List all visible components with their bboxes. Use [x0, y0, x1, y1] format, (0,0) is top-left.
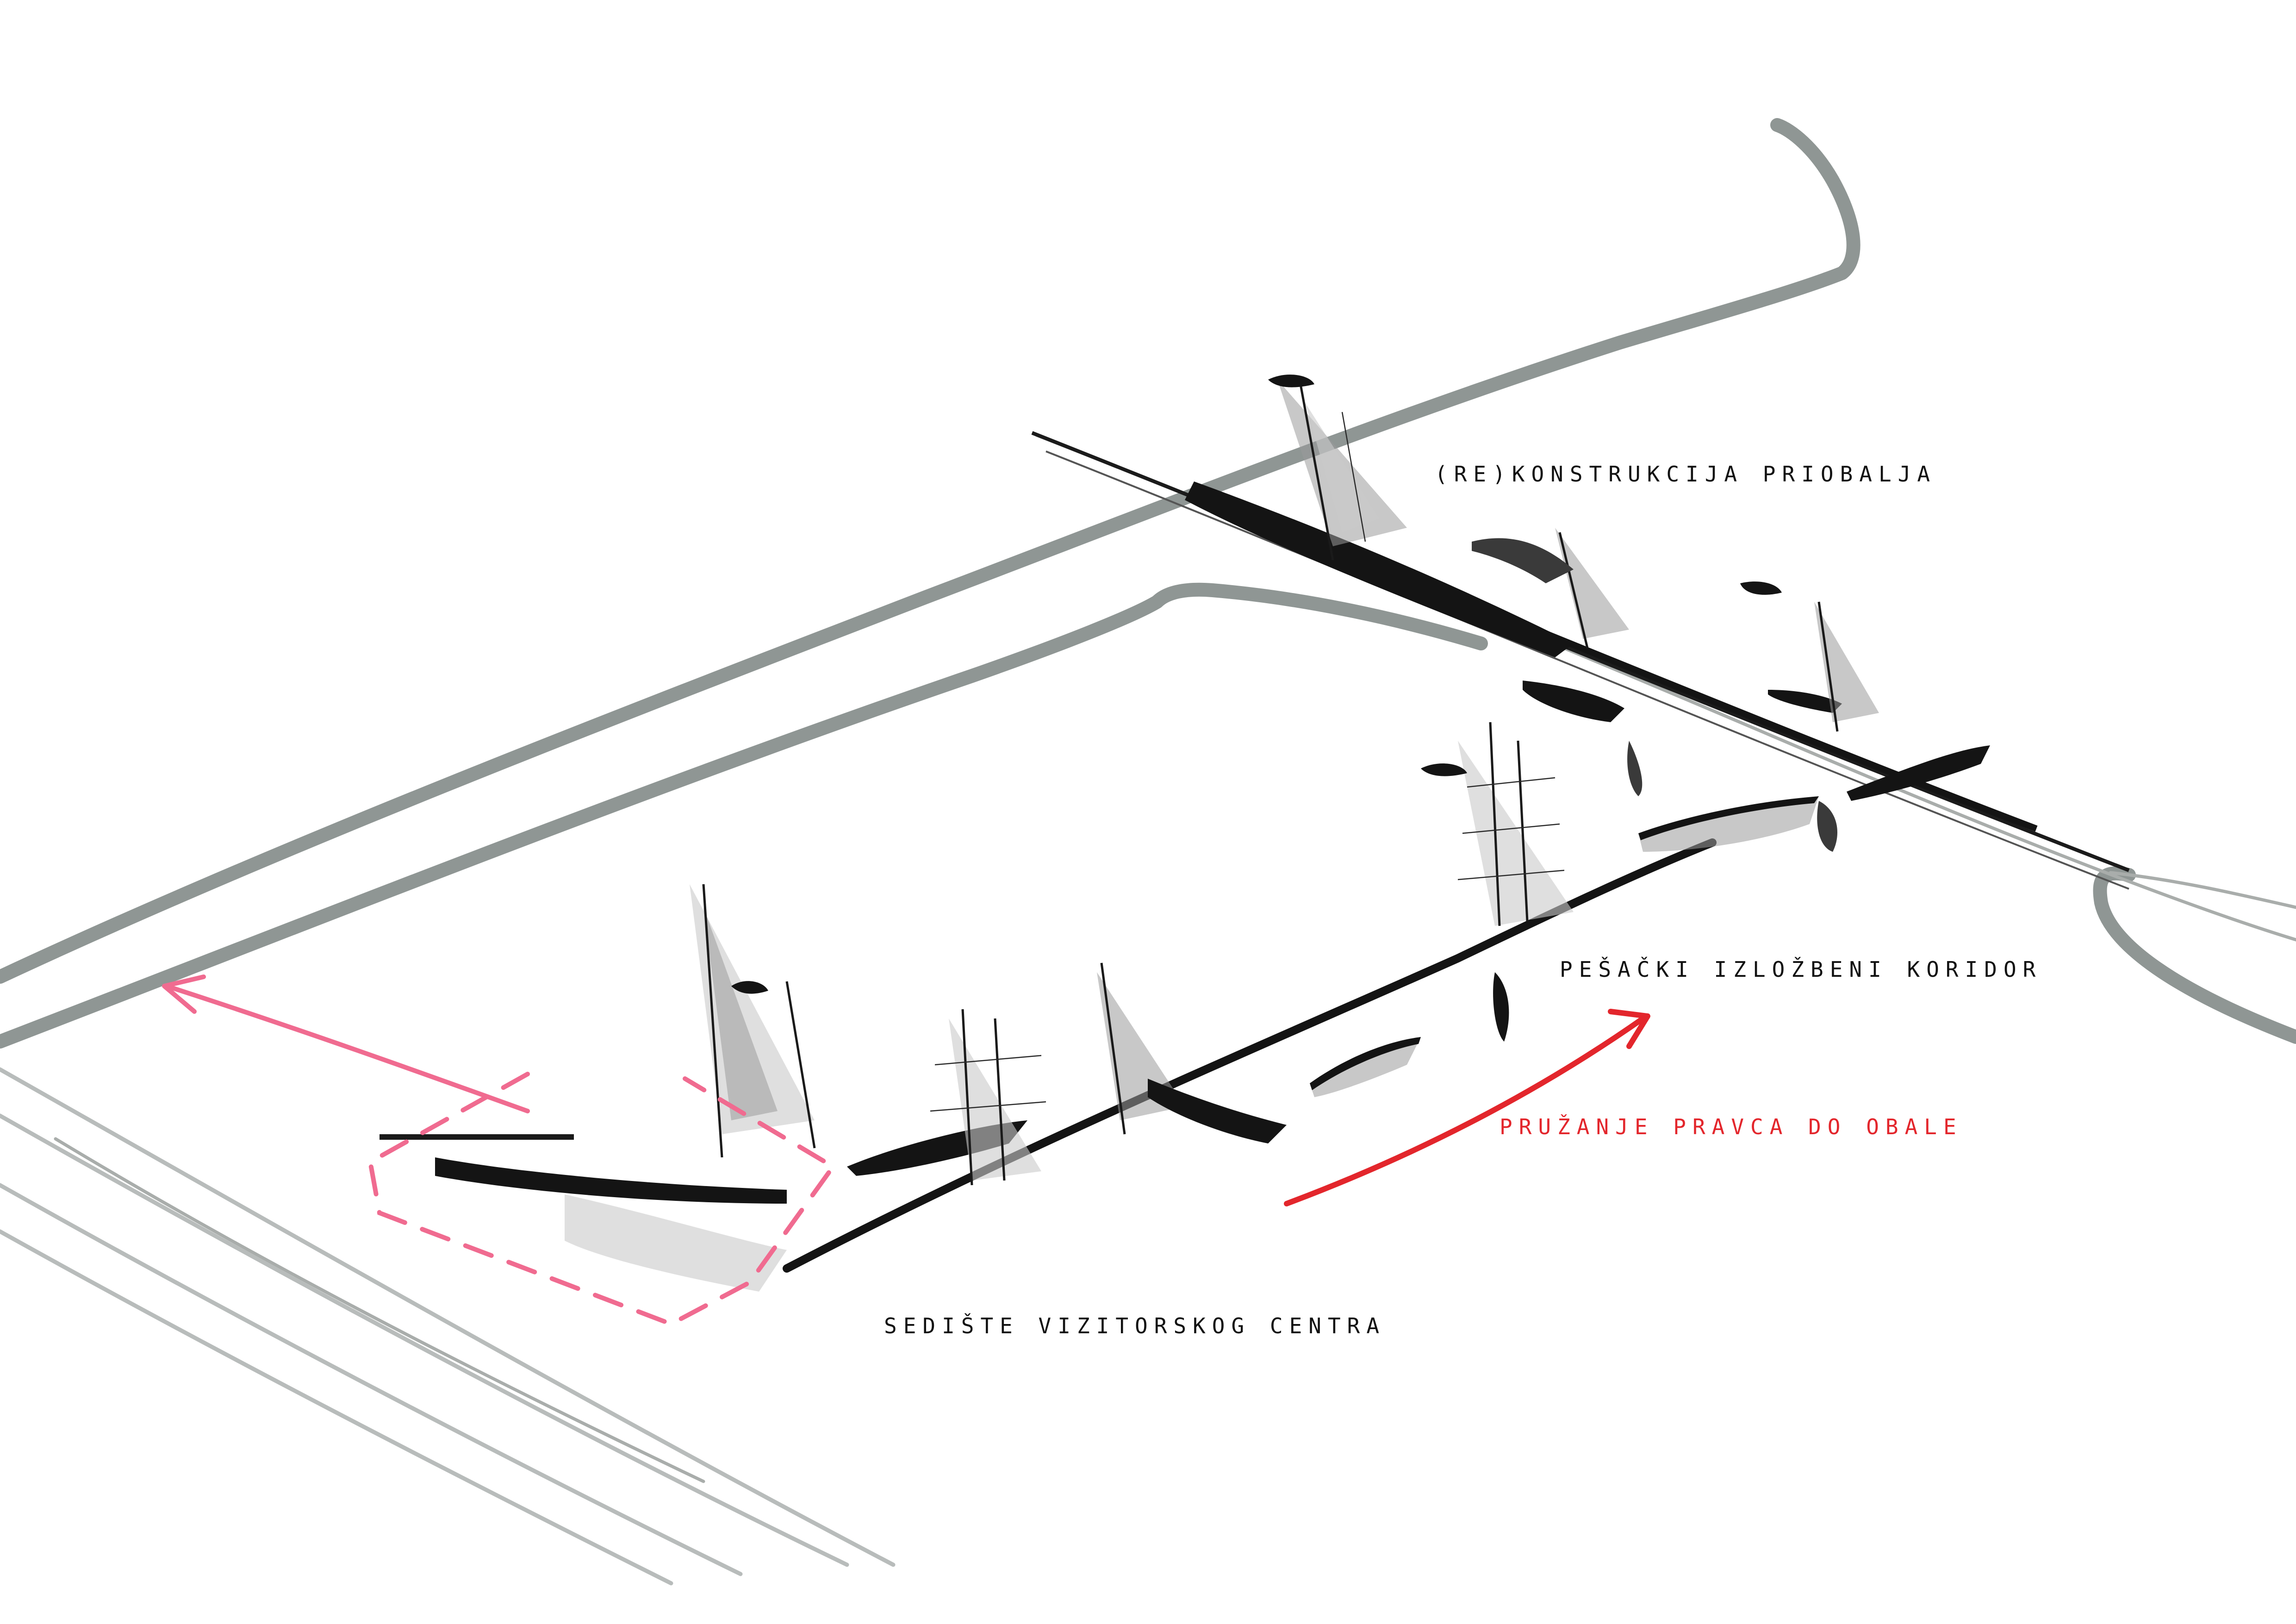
road-right-curve: [2093, 866, 2296, 1044]
lower-boat-small-rim: [1310, 1037, 1421, 1090]
label-corridor: PEŠAČKI IZLOŽBENI KORIDOR: [1560, 956, 2042, 982]
middle-piece: [1817, 801, 1837, 852]
coast-hull-right: [1847, 745, 1990, 801]
lower-mast-big: [702, 884, 723, 1158]
lower-tallship-sails: [949, 1018, 1041, 1181]
red-arrow-shaft: [1284, 1016, 1646, 1206]
middle-tallship-mast-3: [1467, 777, 1556, 788]
middle-hull-dark: [1493, 972, 1509, 1042]
middle-tallship-mast-2: [1517, 740, 1529, 922]
coast-mast-3: [1558, 532, 1589, 649]
middle-tallship-mast-5: [1457, 869, 1565, 881]
rail-lines: [0, 1067, 896, 1586]
middle-boat-right-rim: [1638, 796, 1819, 840]
direction-arrow: [1284, 1009, 1650, 1206]
lower-deck-rail: [380, 1134, 574, 1140]
coast-sail-3: [1555, 528, 1629, 639]
coast-ship-cluster: [1185, 375, 1990, 801]
coast-sail-2: [1305, 403, 1379, 532]
rail-line-3: [0, 1183, 743, 1576]
middle-tallship-mast-1: [1489, 722, 1501, 926]
coast-hull-large: [1185, 481, 1574, 657]
lower-tallship-yard-1: [934, 1055, 1042, 1066]
pink-arrow-shaft: [164, 984, 530, 1113]
corridor-main-line: [783, 838, 1717, 1273]
middle-ship-cluster: [1421, 722, 1837, 1042]
visitor-center-outline: [162, 974, 837, 1327]
lower-hull-right: [1148, 1079, 1287, 1143]
coast-fragment: [1627, 741, 1643, 796]
rail-line-1: [0, 1067, 896, 1567]
coast-flag-1: [1268, 375, 1314, 387]
lower-sail-big-2: [703, 907, 778, 1120]
coast-sail-4: [1814, 602, 1879, 722]
coast-mast-2: [1341, 412, 1366, 542]
label-reconstruction: (RE)KONSTRUKCIJA PRIOBALJA: [1435, 462, 1936, 487]
middle-tallship-sails: [1458, 741, 1574, 926]
road-network: [0, 118, 2296, 1049]
middle-tallship-mast-4: [1462, 823, 1560, 834]
coast-rail-2: [1045, 450, 2129, 890]
lower-mast-right: [1100, 962, 1126, 1135]
lower-mast-2: [785, 981, 816, 1149]
lower-tallship-yard-2: [930, 1101, 1046, 1112]
red-arrow-head: [1608, 1009, 1650, 1049]
label-visitor-center: SEDIŠTE VIZITORSKOG CENTRA: [884, 1313, 1386, 1338]
rail-line-5: [54, 1137, 705, 1483]
lower-flag: [731, 981, 768, 994]
rail-line-4: [0, 1229, 673, 1586]
lower-tallship-mast-1: [961, 1009, 973, 1186]
lower-hull-main: [435, 1157, 787, 1204]
lower-boat-small: [1310, 1037, 1421, 1097]
lower-sail-big: [690, 884, 815, 1134]
coast-hull-small: [1768, 690, 1842, 713]
road-upper-edge: [0, 118, 1860, 984]
coast-hull-piece: [1523, 681, 1624, 722]
coast-flag-2: [1740, 581, 1782, 595]
middle-flag: [1421, 763, 1467, 776]
lower-hull-shadow: [565, 1194, 787, 1292]
coast-mast-4: [1817, 601, 1839, 732]
coast-wreck: [1472, 538, 1574, 583]
middle-boat-right: [1638, 796, 1819, 852]
lower-ship-cluster: [380, 884, 1421, 1292]
coast-mast-1: [1299, 384, 1334, 561]
lower-tallship-mast-2: [994, 1018, 1006, 1181]
road-lower-edge: [0, 582, 1488, 1049]
pink-arrow-head: [162, 974, 206, 1014]
rail-line-2: [0, 1113, 849, 1567]
road-right-tail: [2109, 871, 2296, 909]
label-direction: PRUŽANJE PRAVCA DO OBALE: [1500, 1114, 1963, 1139]
